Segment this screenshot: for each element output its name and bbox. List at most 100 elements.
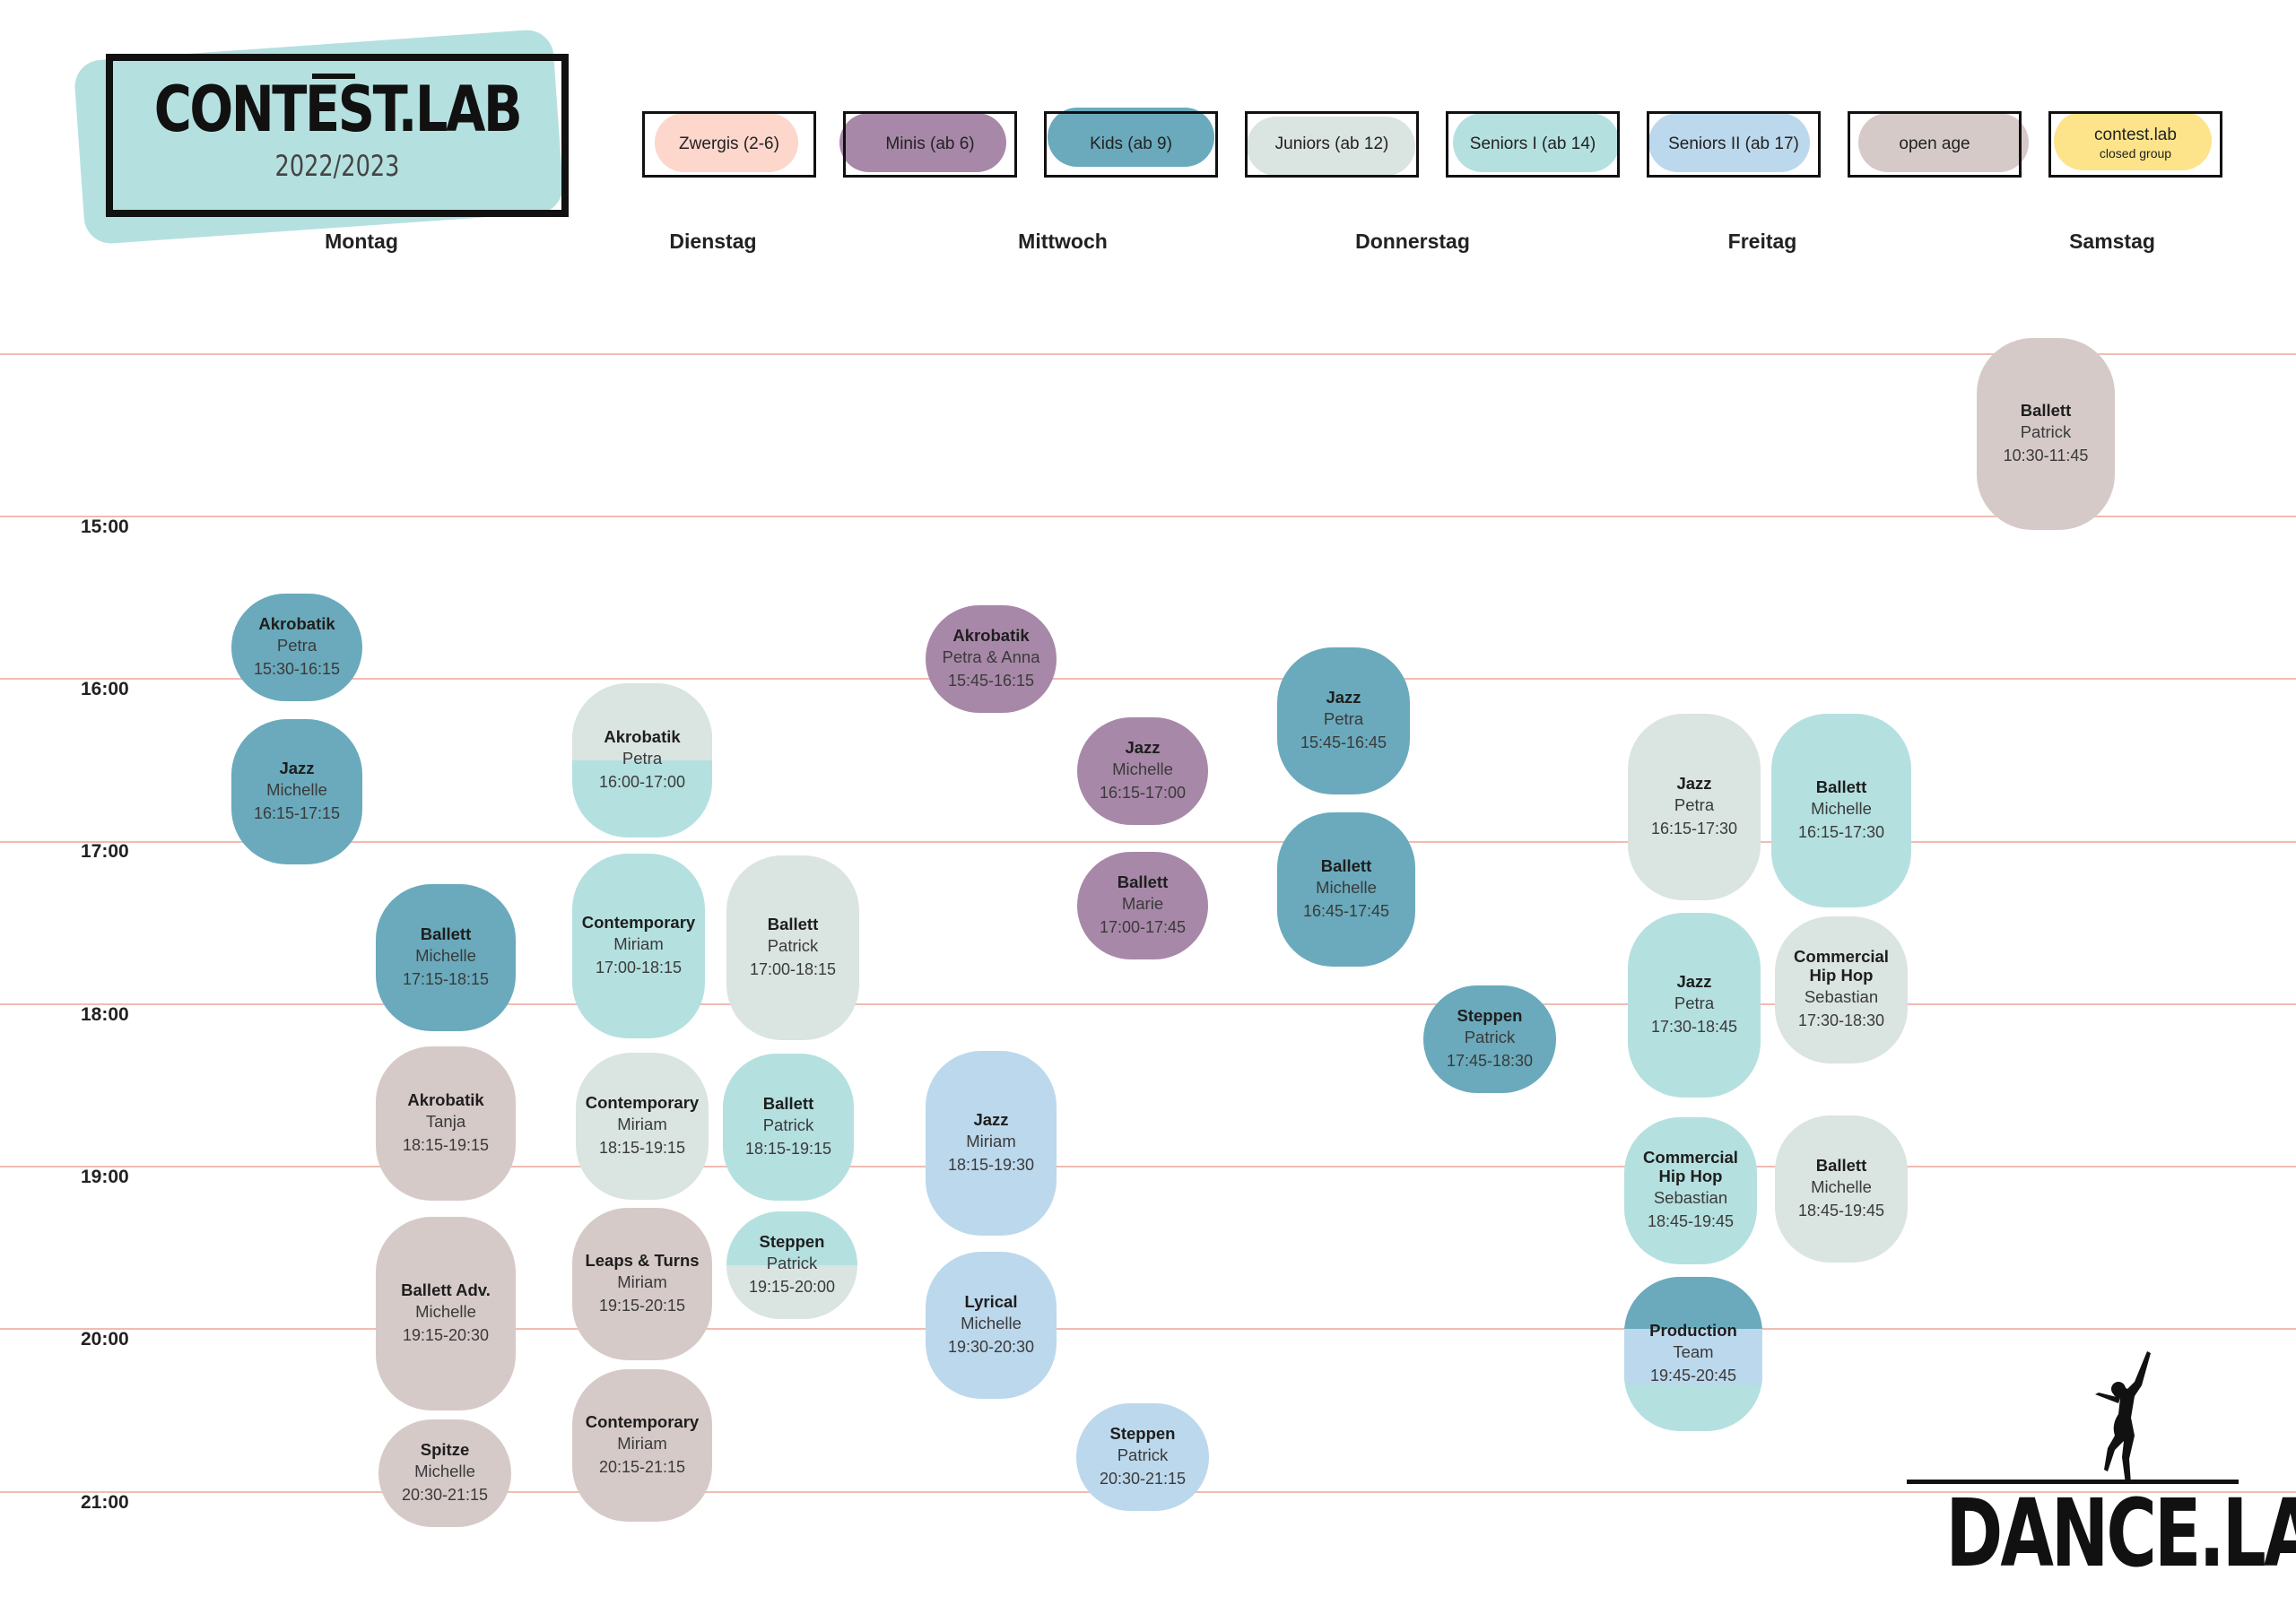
class-card[interactable]: Jazz Michelle 16:15-17:00 <box>1077 717 1208 825</box>
class-teacher: Michelle <box>961 1313 1022 1332</box>
class-name: Jazz <box>1125 737 1161 757</box>
grid-line <box>0 1328 2296 1330</box>
class-time: 17:00-17:45 <box>1099 917 1187 936</box>
grid-line <box>0 1166 2296 1167</box>
class-time: 16:15-17:00 <box>1099 783 1187 802</box>
class-teacher: Team <box>1673 1341 1714 1361</box>
class-teacher: Patrick <box>2020 421 2072 441</box>
class-card[interactable]: Ballett Michelle 16:45-17:45 <box>1277 812 1415 967</box>
class-card[interactable]: Steppen Patrick 17:45-18:30 <box>1423 985 1556 1093</box>
class-card[interactable]: Ballett Patrick 17:00-18:15 <box>726 855 859 1040</box>
class-time: 18:45-19:45 <box>1797 1201 1885 1219</box>
class-teacher: Michelle <box>266 779 327 799</box>
time-label: 19:00 <box>81 1167 129 1187</box>
legend-contest-lab: contest.lab closed group <box>2048 111 2222 178</box>
class-time: 19:45-20:45 <box>1649 1366 1737 1384</box>
class-name: Steppen <box>1109 1423 1176 1443</box>
class-name: Jazz <box>279 758 315 777</box>
class-name: Akrobatik <box>258 613 335 633</box>
class-teacher: Sebastian <box>1804 987 1879 1006</box>
class-time: 17:30-18:45 <box>1650 1017 1738 1036</box>
class-name: Ballett <box>762 1093 814 1113</box>
legend-label: Minis (ab 6) <box>885 135 975 153</box>
class-card[interactable]: Akrobatik Petra 15:30-16:15 <box>231 594 362 701</box>
class-card[interactable]: Lyrical Michelle 19:30-20:30 <box>926 1252 1057 1399</box>
class-teacher: Sebastian <box>1653 1188 1728 1207</box>
class-card[interactable]: Akrobatik Petra & Anna 15:45-16:15 <box>926 605 1057 713</box>
legend-juniors: Juniors (ab 12) <box>1245 111 1419 178</box>
class-card[interactable]: Jazz Miriam 18:15-19:30 <box>926 1051 1057 1236</box>
class-teacher: Patrick <box>767 935 819 955</box>
class-card[interactable]: Contemporary Miriam 17:00-18:15 <box>572 854 705 1038</box>
class-name: Ballett <box>767 914 819 933</box>
class-card[interactable]: Commercial Hip Hop Sebastian 18:45-19:45 <box>1624 1117 1757 1264</box>
class-card[interactable]: Ballett Marie 17:00-17:45 <box>1077 852 1208 959</box>
class-name: Leaps & Turns <box>585 1250 700 1270</box>
class-time: 16:15-17:30 <box>1650 819 1738 838</box>
class-teacher: Miriam <box>617 1271 667 1291</box>
day-header-freitag: Freitag <box>1727 230 1797 253</box>
class-card[interactable]: Contemporary Miriam 20:15-21:15 <box>572 1369 712 1522</box>
class-card[interactable]: Akrobatik Tanja 18:15-19:15 <box>376 1046 516 1201</box>
class-teacher: Miriam <box>966 1131 1016 1150</box>
class-time: 20:30-21:15 <box>401 1485 489 1504</box>
class-card[interactable]: Akrobatik Petra 16:00-17:00 <box>572 683 712 838</box>
class-time: 16:45-17:45 <box>1302 901 1390 920</box>
class-name: Ballett <box>1815 1155 1867 1175</box>
class-name: Ballett <box>1320 855 1372 875</box>
class-card[interactable]: Ballett Patrick 10:30-11:45 <box>1977 338 2115 530</box>
class-teacher: Petra <box>1674 794 1715 814</box>
class-name: Production <box>1649 1320 1737 1340</box>
class-name: Jazz <box>1676 773 1712 793</box>
class-time: 18:15-19:15 <box>598 1138 686 1157</box>
class-name: Ballett Adv. <box>401 1280 491 1299</box>
class-time: 19:15-20:15 <box>598 1296 686 1315</box>
class-card[interactable]: Ballett Michelle 18:45-19:45 <box>1775 1115 1908 1263</box>
class-teacher: Michelle <box>415 1301 476 1321</box>
class-teacher: Petra & Anna <box>942 647 1040 666</box>
class-teacher: Patrick <box>762 1115 814 1134</box>
class-teacher: Michelle <box>1811 798 1872 818</box>
class-card[interactable]: Steppen Patrick 20:30-21:15 <box>1076 1403 1209 1511</box>
time-label: 17:00 <box>81 841 129 862</box>
class-card[interactable]: Commercial Hip Hop Sebastian 17:30-18:30 <box>1775 916 1908 1063</box>
class-name: Contemporary <box>585 1411 700 1431</box>
class-time: 17:30-18:30 <box>1797 1011 1885 1029</box>
class-teacher: Patrick <box>1464 1027 1516 1046</box>
time-label: 18:00 <box>81 1004 129 1025</box>
class-time: 18:15-19:15 <box>402 1135 490 1154</box>
class-name: Akrobatik <box>952 625 1030 645</box>
class-card[interactable]: Jazz Petra 16:15-17:30 <box>1628 714 1761 900</box>
legend-sublabel: closed group <box>2099 146 2172 161</box>
grid-line <box>0 678 2296 680</box>
class-card[interactable]: Contemporary Miriam 18:15-19:15 <box>576 1053 709 1200</box>
logo-frame <box>106 54 569 217</box>
class-time: 17:15-18:15 <box>402 969 490 988</box>
class-card[interactable]: Jazz Petra 15:45-16:45 <box>1277 647 1410 794</box>
day-header-montag: Montag <box>325 230 398 253</box>
class-card[interactable]: Spitze Michelle 20:30-21:15 <box>378 1419 511 1527</box>
class-teacher: Petra <box>276 635 317 655</box>
day-header-donnerstag: Donnerstag <box>1355 230 1470 253</box>
class-teacher: Michelle <box>1316 877 1377 897</box>
class-card[interactable]: Leaps & Turns Miriam 19:15-20:15 <box>572 1208 712 1360</box>
class-name: Ballett <box>420 924 472 943</box>
class-card[interactable]: Ballett Patrick 18:15-19:15 <box>723 1054 854 1201</box>
legend-label: Seniors I (ab 14) <box>1469 135 1596 153</box>
class-card[interactable]: Ballett Michelle 16:15-17:30 <box>1771 714 1911 907</box>
class-card[interactable]: Jazz Petra 17:30-18:45 <box>1628 913 1761 1098</box>
class-time: 20:30-21:15 <box>1099 1469 1187 1488</box>
class-teacher: Marie <box>1121 893 1164 913</box>
class-card[interactable]: Ballett Michelle 17:15-18:15 <box>376 884 516 1031</box>
class-card[interactable]: Ballett Adv. Michelle 19:15-20:30 <box>376 1217 516 1410</box>
class-time: 20:15-21:15 <box>598 1457 686 1476</box>
time-label: 21:00 <box>81 1492 129 1513</box>
legend-label: Juniors (ab 12) <box>1274 135 1389 153</box>
class-card[interactable]: Production Team 19:45-20:45 <box>1624 1277 1762 1431</box>
class-teacher: Patrick <box>766 1253 818 1272</box>
legend-minis: Minis (ab 6) <box>839 111 1017 178</box>
contest-lab-logo: CONTEST.LAB 2022/2023 <box>72 27 574 246</box>
class-name: Akrobatik <box>604 726 681 746</box>
class-card[interactable]: Jazz Michelle 16:15-17:15 <box>231 719 362 864</box>
class-card[interactable]: Steppen Patrick 19:15-20:00 <box>726 1211 857 1319</box>
